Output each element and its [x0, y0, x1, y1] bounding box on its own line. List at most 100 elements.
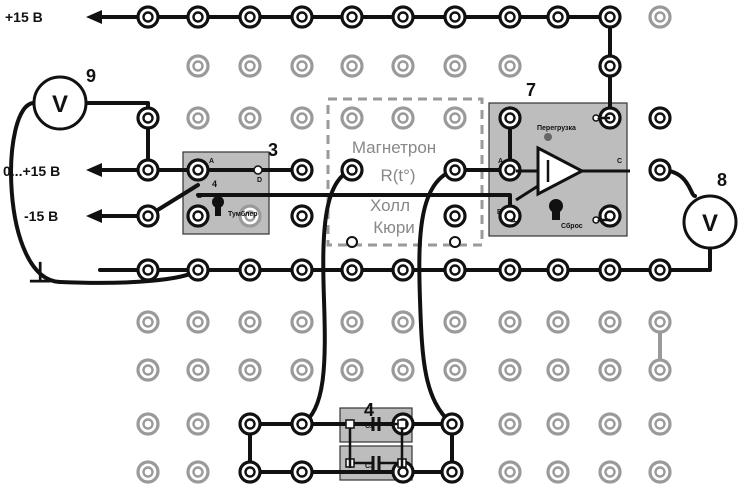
socket-660-170-hole — [654, 164, 666, 176]
socket-510-424 — [498, 412, 522, 436]
socket-610-322 — [598, 310, 622, 334]
socket-250-216 — [238, 204, 262, 228]
socket-198-118 — [186, 106, 210, 130]
socket-455-118 — [443, 106, 467, 130]
socket-250-216-hole — [244, 210, 256, 222]
socket-302-118-hole — [296, 112, 308, 124]
socket-302-322-hole — [296, 316, 308, 328]
socket-610-216 — [598, 204, 622, 228]
socket-302-424 — [290, 412, 314, 436]
socket-510-270 — [498, 258, 522, 282]
socket-558-370 — [546, 358, 570, 382]
amp-pin-a: A — [498, 158, 503, 165]
socket-250-118-hole — [244, 112, 256, 124]
opamp-input-lines — [515, 169, 539, 202]
module-number-4: 4 — [364, 400, 374, 420]
socket-610-270-hole — [604, 264, 616, 276]
socket-148-216-hole — [142, 210, 154, 222]
socket-250-424-hole — [244, 418, 256, 430]
socket-403-66 — [391, 54, 415, 78]
socket-558-270-hole — [552, 264, 564, 276]
socket-302-17 — [290, 5, 314, 29]
amp-plus: + — [597, 114, 603, 125]
socket-148-170 — [136, 158, 160, 182]
socket-148-118 — [136, 106, 160, 130]
switch-pin-4: 4 — [212, 179, 217, 189]
socket-403-370-hole — [397, 364, 409, 376]
socket-352-322 — [340, 310, 364, 334]
socket-302-17-hole — [296, 11, 308, 23]
socket-510-370 — [498, 358, 522, 382]
socket-455-370-hole — [449, 364, 461, 376]
socket-198-472-hole — [192, 466, 204, 478]
amp-pin-c: C — [617, 158, 622, 165]
wire-sensor-right-down — [417, 168, 457, 426]
sensor-socket-352 — [346, 236, 358, 248]
socket-352-17 — [340, 5, 364, 29]
socket-510-170-hole — [504, 164, 516, 176]
socket-610-472-hole — [604, 466, 616, 478]
wire-v9-right — [84, 101, 150, 172]
socket-610-322-hole — [604, 316, 616, 328]
socket-610-66-hole — [604, 60, 616, 72]
socket-403-370 — [391, 358, 415, 382]
amp-reset-label: Сброс — [561, 222, 583, 230]
socket-510-17 — [498, 5, 522, 29]
socket-198-270-hole — [192, 264, 204, 276]
socket-660-424 — [648, 412, 672, 436]
socket-452-424 — [440, 412, 464, 436]
rail-minus15-label: -15 В — [24, 208, 58, 224]
socket-352-370-hole — [346, 364, 358, 376]
socket-250-370 — [238, 358, 262, 382]
switch-toggle-stem — [215, 202, 221, 216]
socket-250-66-hole — [244, 60, 256, 72]
socket-352-322-hole — [346, 316, 358, 328]
socket-198-424-hole — [192, 418, 204, 430]
socket-148-424-hole — [142, 418, 154, 430]
rail-adjustable-label: 0...+15 В — [3, 163, 60, 179]
socket-302-472-hole — [296, 466, 308, 478]
socket-610-370-hole — [604, 364, 616, 376]
socket-198-424 — [186, 412, 210, 436]
arrow-minus15 — [86, 209, 102, 223]
socket-302-216 — [290, 204, 314, 228]
socket-558-270 — [546, 258, 570, 282]
amp-overload-label: Перегрузка — [537, 125, 576, 132]
socket-510-118 — [498, 106, 522, 130]
socket-198-216-hole — [192, 210, 204, 222]
socket-403-270-hole — [397, 264, 409, 276]
socket-455-270 — [443, 258, 467, 282]
rail-ground-label: ⊥ — [28, 257, 52, 288]
socket-455-66-hole — [449, 60, 461, 72]
switch-pin-a: A — [209, 158, 214, 165]
socket-455-216-hole — [449, 210, 461, 222]
wire-sensor-left — [300, 168, 354, 426]
socket-198-322-hole — [192, 316, 204, 328]
socket-455-322 — [443, 310, 467, 334]
socket-510-424-hole — [504, 418, 516, 430]
socket-148-322-hole — [142, 316, 154, 328]
socket-660-170 — [648, 158, 672, 182]
socket-558-17 — [546, 5, 570, 29]
capacitor-cx-label: Cx — [365, 423, 374, 430]
module-number-3: 3 — [268, 140, 278, 160]
socket-302-322 — [290, 310, 314, 334]
socket-302-270-hole — [296, 264, 308, 276]
socket-660-270 — [648, 258, 672, 282]
amp-ground: ⊥ — [510, 214, 519, 225]
socket-250-118 — [238, 106, 262, 130]
socket-610-370 — [598, 358, 622, 382]
socket-302-170 — [290, 158, 314, 182]
socket-510-66-hole — [504, 60, 516, 72]
socket-352-270 — [340, 258, 364, 282]
socket-455-270-hole — [449, 264, 461, 276]
socket-352-170 — [340, 158, 364, 182]
socket-610-424 — [598, 412, 622, 436]
socket-455-322-hole — [449, 316, 461, 328]
socket-250-424 — [238, 412, 262, 436]
socket-198-472 — [186, 460, 210, 484]
socket-660-270-hole — [654, 264, 666, 276]
socket-510-270-hole — [504, 264, 516, 276]
socket-198-370 — [186, 358, 210, 382]
socket-660-472 — [648, 460, 672, 484]
